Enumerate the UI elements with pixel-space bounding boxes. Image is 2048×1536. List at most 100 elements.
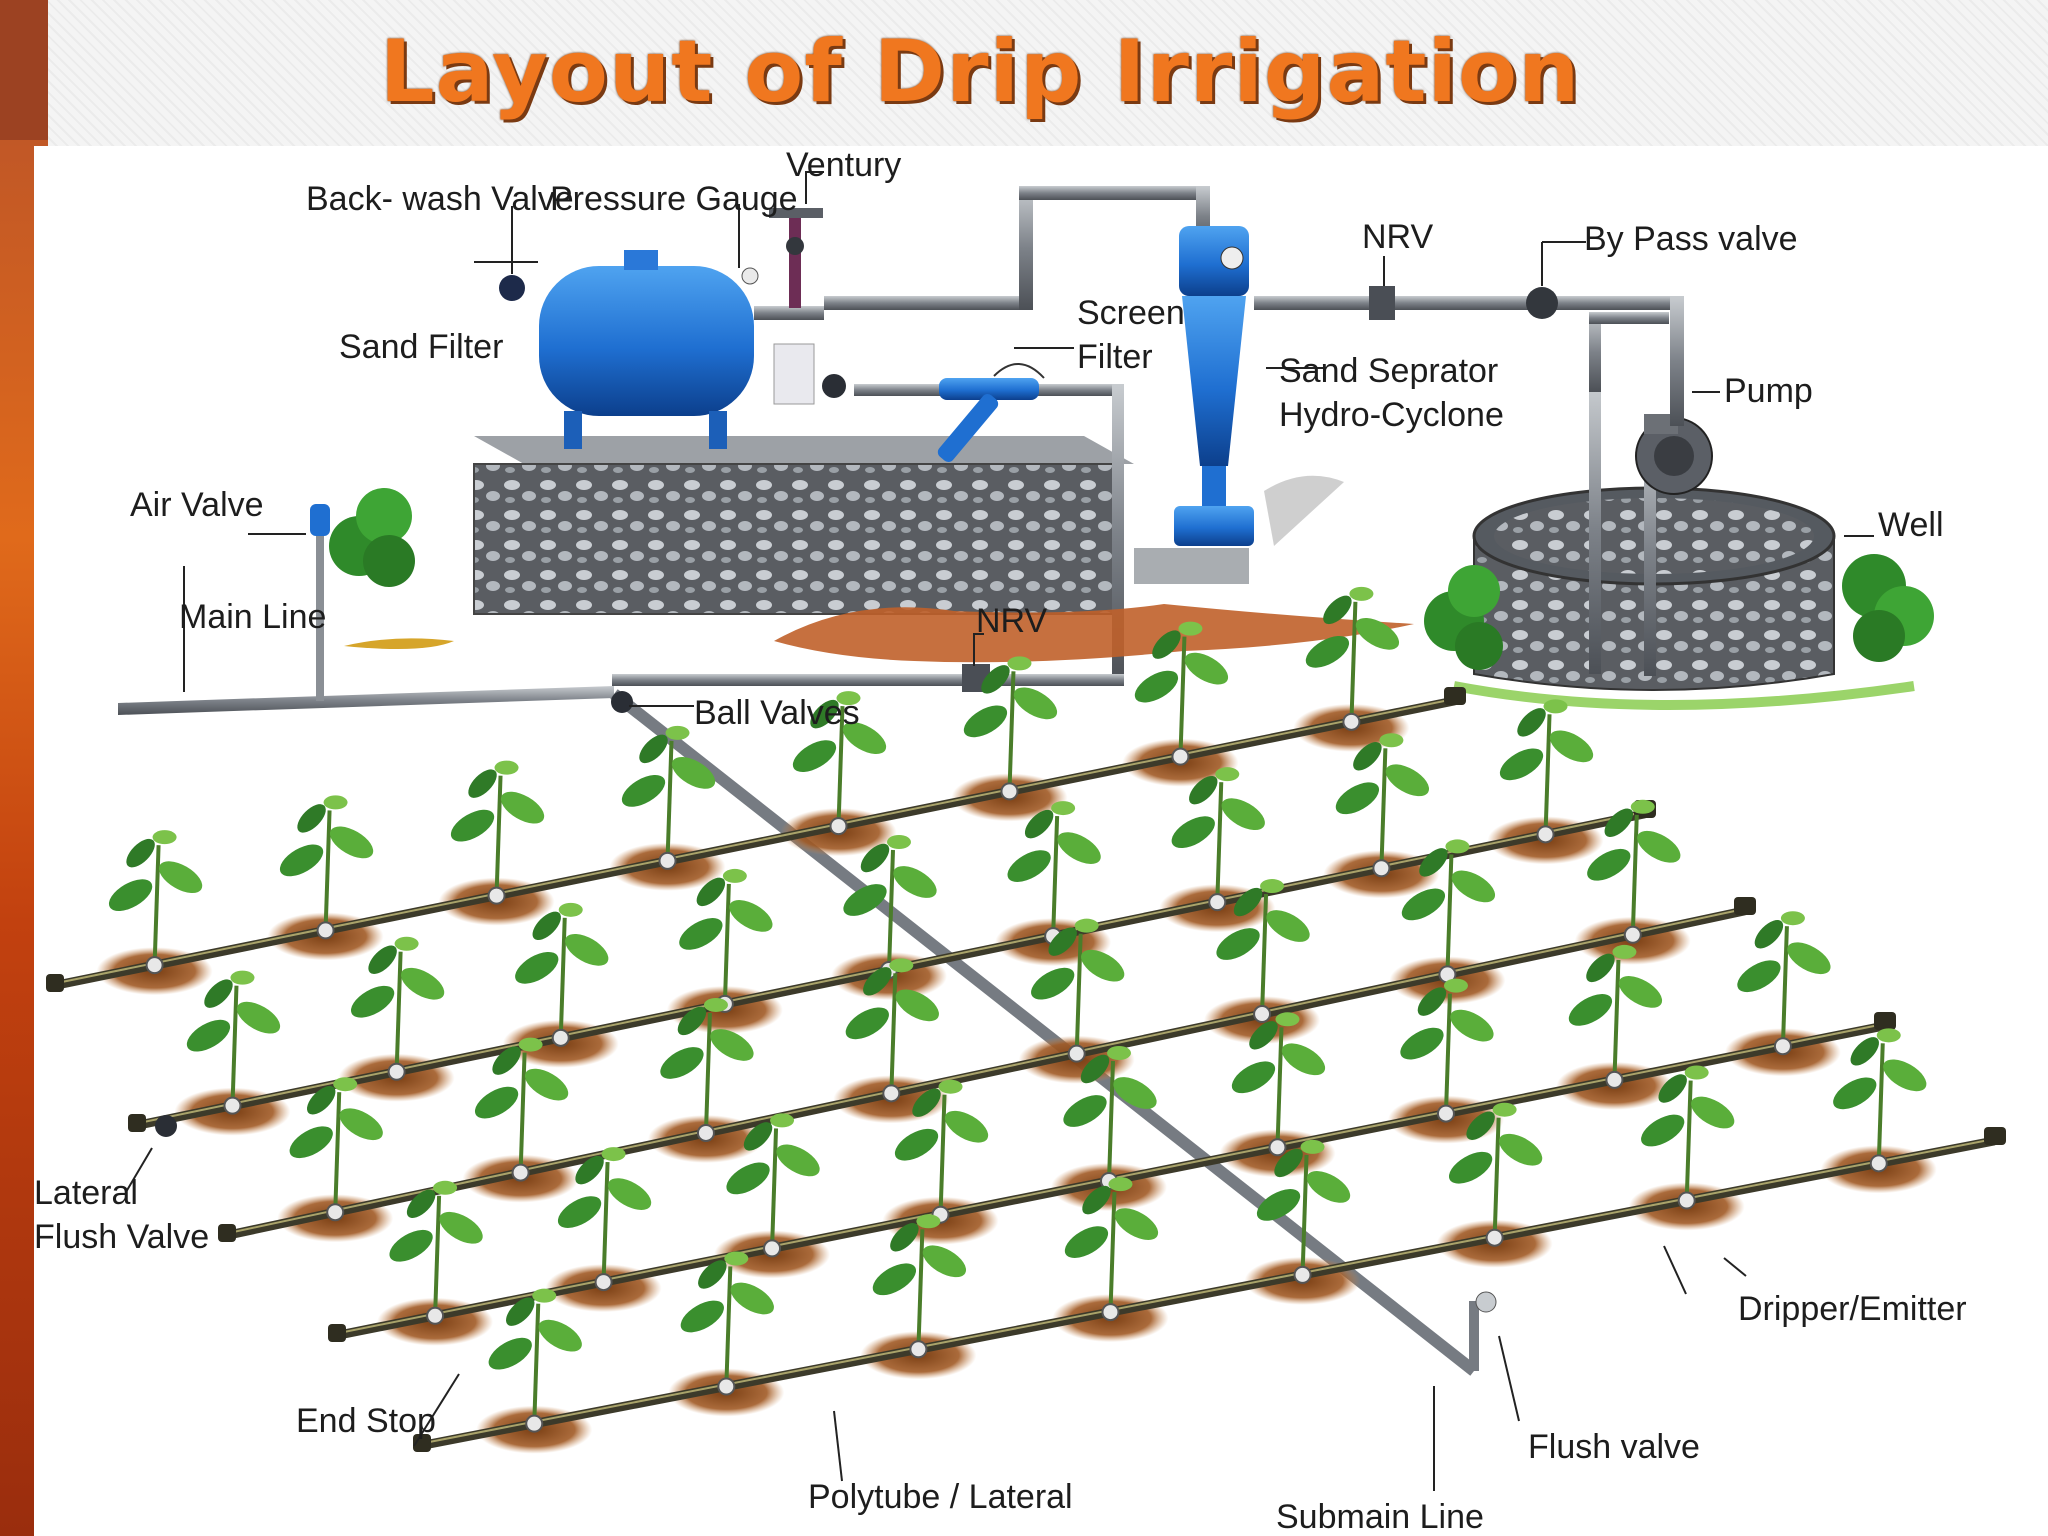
dripper-emitter-icon [426,1306,445,1325]
plant-leaf [500,791,545,824]
dripper-emitter-icon [1623,925,1642,944]
plant-leaf [1658,1074,1687,1103]
plant-stem [1379,748,1388,869]
plant-leaf [1074,918,1099,933]
end-stop-icon [128,1114,146,1132]
plant-leaf [1113,1077,1157,1109]
screen-filter [854,363,1124,462]
plant-stem [1215,782,1224,903]
plant-leaf [389,1229,433,1262]
plant-stem [1630,814,1639,935]
plant-stem [532,1303,541,1424]
dripper-emitter-icon [1372,859,1391,878]
plant-leaf [1833,1077,1877,1110]
left-accent-bar-top [0,0,48,140]
submain-line [610,689,1497,1376]
plant-leaf [492,1046,521,1075]
plant-leaf [565,933,609,966]
plant-leaf [1568,994,1613,1026]
dripper-emitter-icon [316,921,335,940]
plant-leaf [1024,809,1054,839]
plant-leaf [1221,798,1265,831]
plant-leaf [400,967,445,1000]
plant-leaf [1305,635,1350,668]
plant-stem [1007,671,1016,792]
plant-leaf [1637,830,1681,863]
plant-leaf [368,945,397,974]
label-nrv-top: NRV [1362,218,1433,256]
plant-leaf [916,1214,941,1229]
plant-stem [1780,926,1789,1047]
plant-leaf [1353,742,1382,771]
label-end-stop: End Stop [296,1402,436,1440]
plant-leaf [1618,976,1663,1008]
nrv-top-valve [1369,286,1395,320]
sand-separator-hydro-cyclone [1174,226,1344,546]
plant-leaf [1335,782,1380,815]
polytube-highlight [418,1138,1995,1445]
plant-leaf [895,989,939,1022]
label-by-pass-valve: By Pass valve [1584,220,1798,258]
plant-leaf [696,877,726,907]
plant-leaf [152,830,177,845]
top-pipeline [824,186,1684,426]
plant-stem [770,1128,779,1249]
label-pump: Pump [1724,372,1813,410]
plant-stem [889,973,898,1094]
plant-leaf [1691,1096,1735,1129]
dripper-emitter-icon [1485,1228,1504,1247]
polytube-lateral [414,1136,1999,1451]
lateral-row [46,586,1466,996]
plant-leaf [450,809,495,842]
plant-stem [1108,1192,1117,1313]
plant-stem [665,740,674,861]
drip-irrigation-diagram: Back- wash Valve Pressure Gauge Ventury … [34,146,2006,1536]
plant-leaf [1549,730,1594,763]
dripper-emitter-icon [696,1123,715,1142]
plant-leaf [488,1337,532,1370]
plant-leaf [323,795,348,810]
plant-leaf [306,1085,336,1115]
plant-leaf [863,967,892,996]
label-well: Well [1878,506,1944,544]
dripper-emitter-icon [763,1239,782,1258]
label-sand-filter: Sand Filter [339,328,503,366]
label-back-wash-valve: Back- wash Valve [306,180,574,218]
air-valve [310,504,330,701]
plant-leaf [890,1223,919,1252]
label-lateral-flush-valve-line1: Lateral [34,1174,138,1212]
by-pass-valve-icon [1526,287,1558,319]
plant-leaf [922,1245,967,1278]
label-main-line: Main Line [179,598,326,636]
dripper-emitter-icon [1208,893,1227,912]
plant-leaf [1013,687,1058,720]
plant-stem [152,845,161,966]
dripper-emitter-icon [551,1028,570,1047]
plant-leaf [1401,888,1446,921]
label-pressure-gauge: Pressure Gauge [550,180,798,218]
label-air-valve: Air Valve [130,486,264,524]
plant-leaf [894,1128,939,1161]
label-sand-separator-line2: Hydro-Cyclone [1279,396,1504,434]
plant-leaf [671,757,716,789]
plant-leaf [726,1162,770,1195]
plant-stem [1260,893,1269,1015]
plant-stem [1543,714,1552,835]
plant-leaf [743,1122,773,1151]
dripper-emitter-icon [882,1084,901,1103]
plant-leaf [1007,850,1051,882]
plant-stem [494,775,503,896]
bush-right-well [1842,554,1934,662]
plant-leaf [872,1263,917,1296]
end-stop-icon [328,1324,346,1342]
plant-leaf [1114,1208,1159,1240]
slide-title: Layout of Drip Irrigation [379,22,1581,122]
plant-leaf [1080,1054,1110,1084]
plant-leaf [186,1019,231,1052]
plant-stem [1051,816,1060,937]
plant-leaf [532,1288,557,1303]
polytube-highlight [51,698,1455,985]
plant-leaf [1152,630,1181,659]
plant-leaf [843,884,887,916]
plant-leaf [1349,586,1374,601]
